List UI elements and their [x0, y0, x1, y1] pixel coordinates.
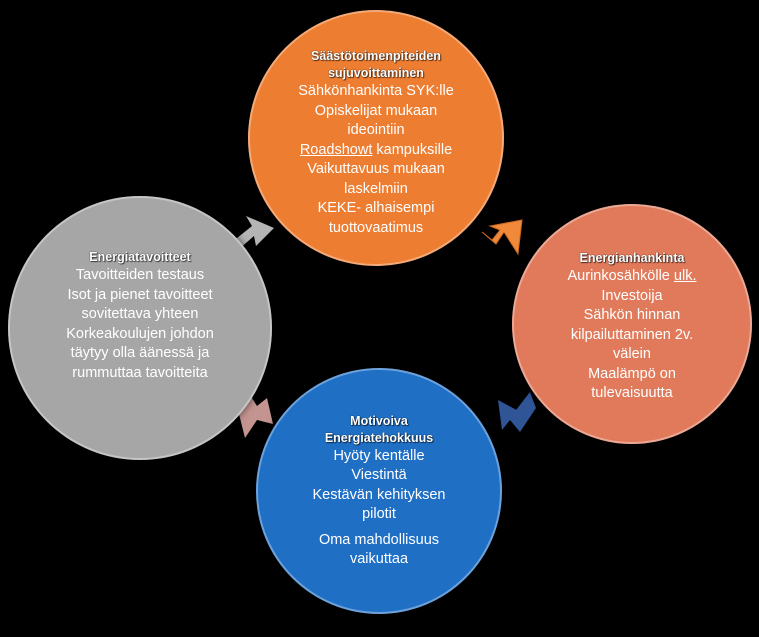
top-title-line1: Säästötoimenpiteiden — [311, 49, 441, 63]
top-item-1: Sähkönhankinta SYK:lle — [298, 83, 454, 99]
right-item-1-underlined: ulk. — [673, 268, 697, 285]
left-item-3: sovitettava yhteen — [81, 306, 199, 322]
arrow-right-to-bottom-shape — [498, 392, 536, 432]
left-item-5: täytyy olla äänessä ja — [70, 345, 210, 361]
top-item-3: ideointiin — [347, 122, 405, 138]
right-item-4: kilpailuttaminen 2v. — [570, 326, 694, 343]
top-item-6: laskelmiin — [344, 180, 408, 197]
right-item-2: Investoija — [601, 287, 663, 304]
bottom-item-4: pilotit — [362, 506, 396, 522]
bottom-title-line1: Motivoiva — [350, 413, 408, 428]
right-item-1-text: Aurinkosähkölle — [567, 268, 674, 285]
arrow-right-to-bottom — [498, 392, 536, 432]
left-title: Energiatavoitteet — [89, 250, 191, 264]
roadshow-rest: kampuksille — [372, 141, 453, 158]
top-title-line2: sujuvoittaminen — [328, 66, 424, 80]
right-item-1: Aurinkosähkölle ulk. — [568, 267, 697, 287]
arrow-left-to-top — [232, 216, 274, 250]
right-item-3: Sähkön hinnan — [583, 307, 681, 324]
top-item-roadshow: Roadshowt kampuksille — [300, 141, 452, 161]
right-title: Energianhankinta — [579, 251, 685, 266]
arrow-top-to-right — [481, 219, 523, 256]
left-item-1: Tavoitteiden testaus — [75, 267, 205, 283]
arrow-left-to-top-shape — [232, 216, 274, 250]
arrow-top-to-right-shape — [481, 219, 523, 256]
bottom-item-3: Kestävän kehityksen — [312, 486, 446, 503]
left-item-2: Isot ja pienet tavoitteet — [67, 286, 213, 303]
bottom-item-1: Hyöty kentälle — [333, 447, 425, 464]
roadshow-word: Roadshowt — [299, 141, 373, 158]
top-item-7: KEKE- alhaisempi — [317, 200, 435, 216]
top-item-2: Opiskelijat mukaan — [314, 102, 438, 119]
right-item-6: Maalämpö on — [588, 365, 676, 382]
circle-right-energy-procurement: Energianhankinta Aurinkosähkölle ulk. In… — [512, 204, 752, 444]
left-item-4: Korkeakoulujen johdon — [66, 325, 214, 342]
bottom-title-line2: Energiatehokkuus — [324, 430, 434, 445]
bottom-item-6: vaikuttaa — [349, 551, 409, 567]
top-item-8: tuottovaatimus — [328, 219, 424, 236]
left-item-6: rummuttaa tavoitteita — [72, 364, 208, 381]
bottom-item-2: Viestintä — [351, 467, 407, 483]
bottom-item-5: Oma mahdollisuus — [318, 531, 440, 548]
circle-bottom-motivating-efficiency: Motivoiva Energiatehokkuus Hyöty kentäll… — [256, 368, 502, 614]
right-item-5: välein — [613, 346, 651, 363]
circle-top-savings: Säästötoimenpiteiden sujuvoittaminen Säh… — [248, 10, 504, 266]
top-item-5: Vaikuttavuus mukaan — [307, 161, 445, 177]
circle-left-energy-targets: Energiatavoitteet Tavoitteiden testaus I… — [8, 196, 272, 460]
right-item-7: tulevaisuutta — [591, 385, 673, 402]
